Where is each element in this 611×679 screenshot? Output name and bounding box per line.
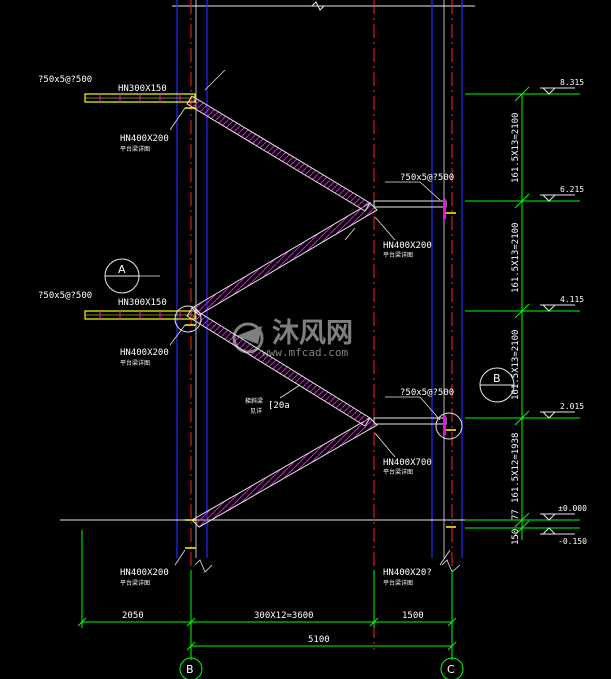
vdim-4: 161.5X12=1938	[511, 433, 521, 503]
elevation-1: 8.315	[560, 78, 584, 87]
hdim-4: 5100	[308, 635, 330, 645]
elevation-3: 4.115	[560, 295, 584, 304]
support-5-label: HN400X200	[120, 568, 169, 578]
support-3-label: HN400X200	[120, 348, 169, 358]
flight-1-stringer	[191, 417, 378, 528]
hdim-2: 300X12=3600	[254, 611, 314, 621]
support-note-2: 平台梁详图	[383, 251, 413, 259]
watermark-logo-icon	[232, 322, 264, 354]
elevation-6: -0.150	[558, 537, 587, 546]
support-note-1: 平台梁详图	[120, 145, 150, 153]
beam-upper-label: HN300X150	[118, 84, 167, 94]
flight-4-stringer	[186, 95, 371, 212]
support-note-6: 平台梁详图	[383, 579, 413, 587]
stringer-section-label: [20a	[268, 401, 290, 411]
lower-plate-ticks	[99, 311, 181, 319]
detail-callout-b-label: B	[493, 372, 501, 385]
support-6-label: HN400X20?	[383, 568, 432, 578]
plate-mid-right-label: ?50x5@?500	[400, 173, 454, 183]
support-4-label: HN400X700	[383, 458, 432, 468]
support-1-label: HN400X200	[120, 134, 169, 144]
break-symbol-right	[441, 559, 461, 573]
watermark-en: www.mfcad.com	[262, 346, 348, 359]
break-symbol-left	[194, 559, 213, 573]
vertical-dimension-lines	[465, 86, 580, 540]
beam-lower-label: HN300X150	[118, 298, 167, 308]
detail-circle-b-mark	[435, 412, 463, 440]
horizontal-dimension-lines	[77, 530, 457, 660]
detail-circle-a-mark	[174, 305, 202, 333]
axis-c-bubble	[440, 657, 464, 679]
vdim-2: 161.5X13=2100	[511, 223, 521, 293]
plate-lower-right-label: ?50x5@?500	[400, 388, 454, 398]
vdim-1: 161.5X13=2100	[511, 113, 521, 183]
vdim-5: 77	[511, 509, 521, 520]
axis-c-label: C	[447, 663, 455, 676]
support-note-4: 平台梁详图	[383, 468, 413, 476]
elevation-4: 2.015	[560, 402, 584, 411]
stringer-note-a: 梯斜梁	[245, 397, 263, 405]
mid-right-platform-beam	[373, 200, 447, 208]
elevation-symbols	[540, 87, 575, 535]
break-symbol-top	[311, 1, 325, 11]
leader-lines	[169, 69, 451, 566]
detail-callout-a-label: A	[118, 263, 126, 276]
watermark-cn: 沐风网	[272, 318, 353, 349]
lower-right-beam-mark	[443, 415, 446, 435]
elevation-2: 6.215	[560, 185, 584, 194]
hdim-1: 2050	[122, 611, 144, 621]
vdim-6: 150	[511, 529, 521, 545]
mid-right-beam-mark	[443, 199, 446, 219]
support-note-5: 平台梁详图	[120, 579, 150, 587]
support-note-3: 平台梁详图	[120, 359, 150, 367]
lower-right-platform-beam	[373, 417, 447, 425]
support-marks	[185, 107, 456, 549]
vdim-3: 161.5X13=2100	[511, 330, 521, 400]
elevation-5: ±0.000	[558, 504, 587, 513]
plate-lower-label: ?50x5@?500	[38, 291, 92, 301]
plate-upper-label: ?50x5@?500	[38, 75, 92, 85]
support-2-label: HN400X200	[383, 241, 432, 251]
flight-3-stringer	[191, 202, 378, 316]
upper-plate-ticks	[99, 94, 181, 102]
axis-b-label: B	[186, 663, 194, 676]
stringer-note-b: 见详	[250, 407, 262, 415]
axis-b-bubble	[179, 657, 203, 679]
hdim-3: 1500	[402, 611, 424, 621]
